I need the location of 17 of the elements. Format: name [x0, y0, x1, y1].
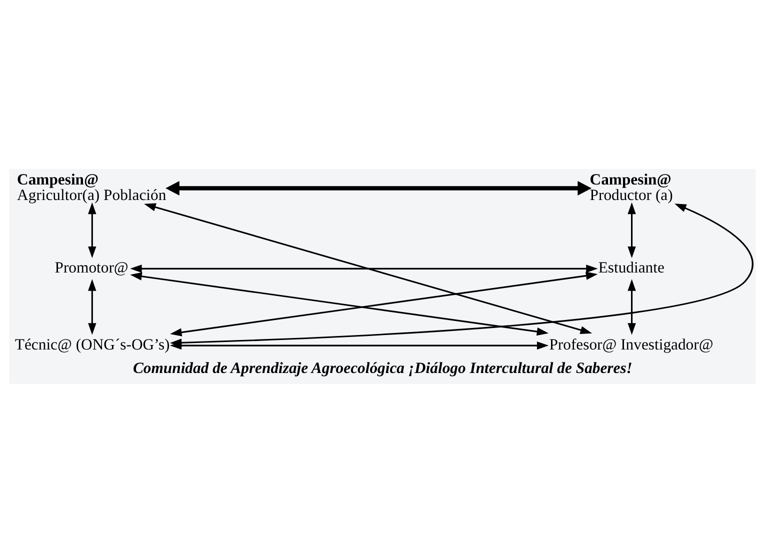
- arrow: [130, 272, 549, 336]
- caption: Comunidad de Aprendizaje Agroecológica ¡Diálogo Intercultural de Saberes!: [132, 360, 632, 378]
- node-text: Promotor@: [54, 260, 128, 277]
- arrow: [88, 279, 96, 335]
- arrow: [628, 279, 636, 335]
- node-text: Profesor@ Investigador@: [549, 336, 714, 354]
- node-text: Estudiante: [598, 260, 664, 277]
- node-text: Técnic@ (ONG´s-OG’s): [14, 336, 170, 354]
- arrow: [130, 264, 598, 273]
- arrow: [628, 202, 636, 258]
- arrow: [170, 272, 598, 336]
- arrow: [166, 180, 592, 196]
- node-text: Campesin@ Productor (a): [590, 171, 673, 204]
- arrow: [170, 341, 549, 350]
- node-text: Campesin@ Agricultor(a) Población: [17, 171, 166, 204]
- arrow: [88, 202, 96, 258]
- arrow: [144, 203, 592, 334]
